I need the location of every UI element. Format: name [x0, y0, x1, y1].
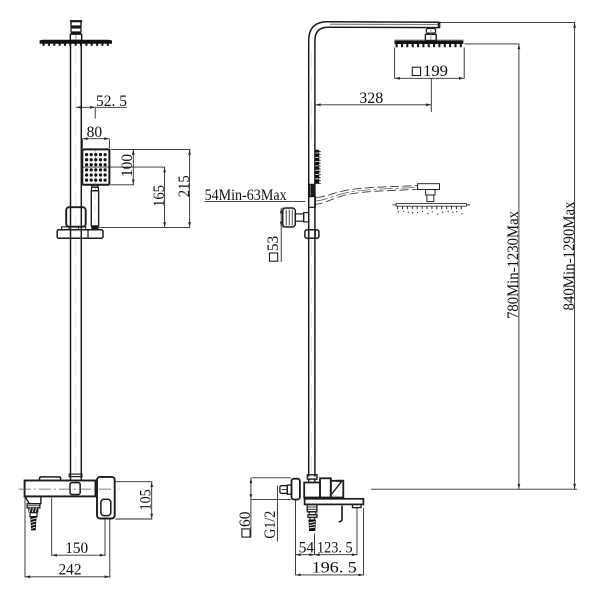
svg-text:80: 80	[87, 124, 103, 141]
svg-text:328: 328	[359, 90, 383, 107]
svg-text:54: 54	[299, 539, 315, 556]
svg-text:60: 60	[237, 512, 254, 528]
svg-text:165: 165	[151, 185, 168, 207]
svg-text:100: 100	[119, 154, 136, 177]
svg-text:G1/2: G1/2	[262, 511, 279, 539]
svg-text:54Min-63Max: 54Min-63Max	[205, 187, 287, 204]
svg-text:215: 215	[176, 175, 193, 197]
svg-text:780Min-1230Max: 780Min-1230Max	[505, 211, 522, 319]
svg-text:123. 5: 123. 5	[317, 539, 353, 556]
svg-text:52. 5: 52. 5	[96, 93, 127, 110]
svg-text:196. 5: 196. 5	[312, 560, 357, 577]
svg-text:840Min-1290Max: 840Min-1290Max	[561, 202, 578, 311]
svg-text:199: 199	[423, 63, 448, 80]
svg-text:242: 242	[59, 562, 82, 579]
svg-text:53: 53	[265, 236, 282, 252]
svg-text:150: 150	[65, 540, 88, 557]
svg-text:105: 105	[137, 489, 154, 510]
